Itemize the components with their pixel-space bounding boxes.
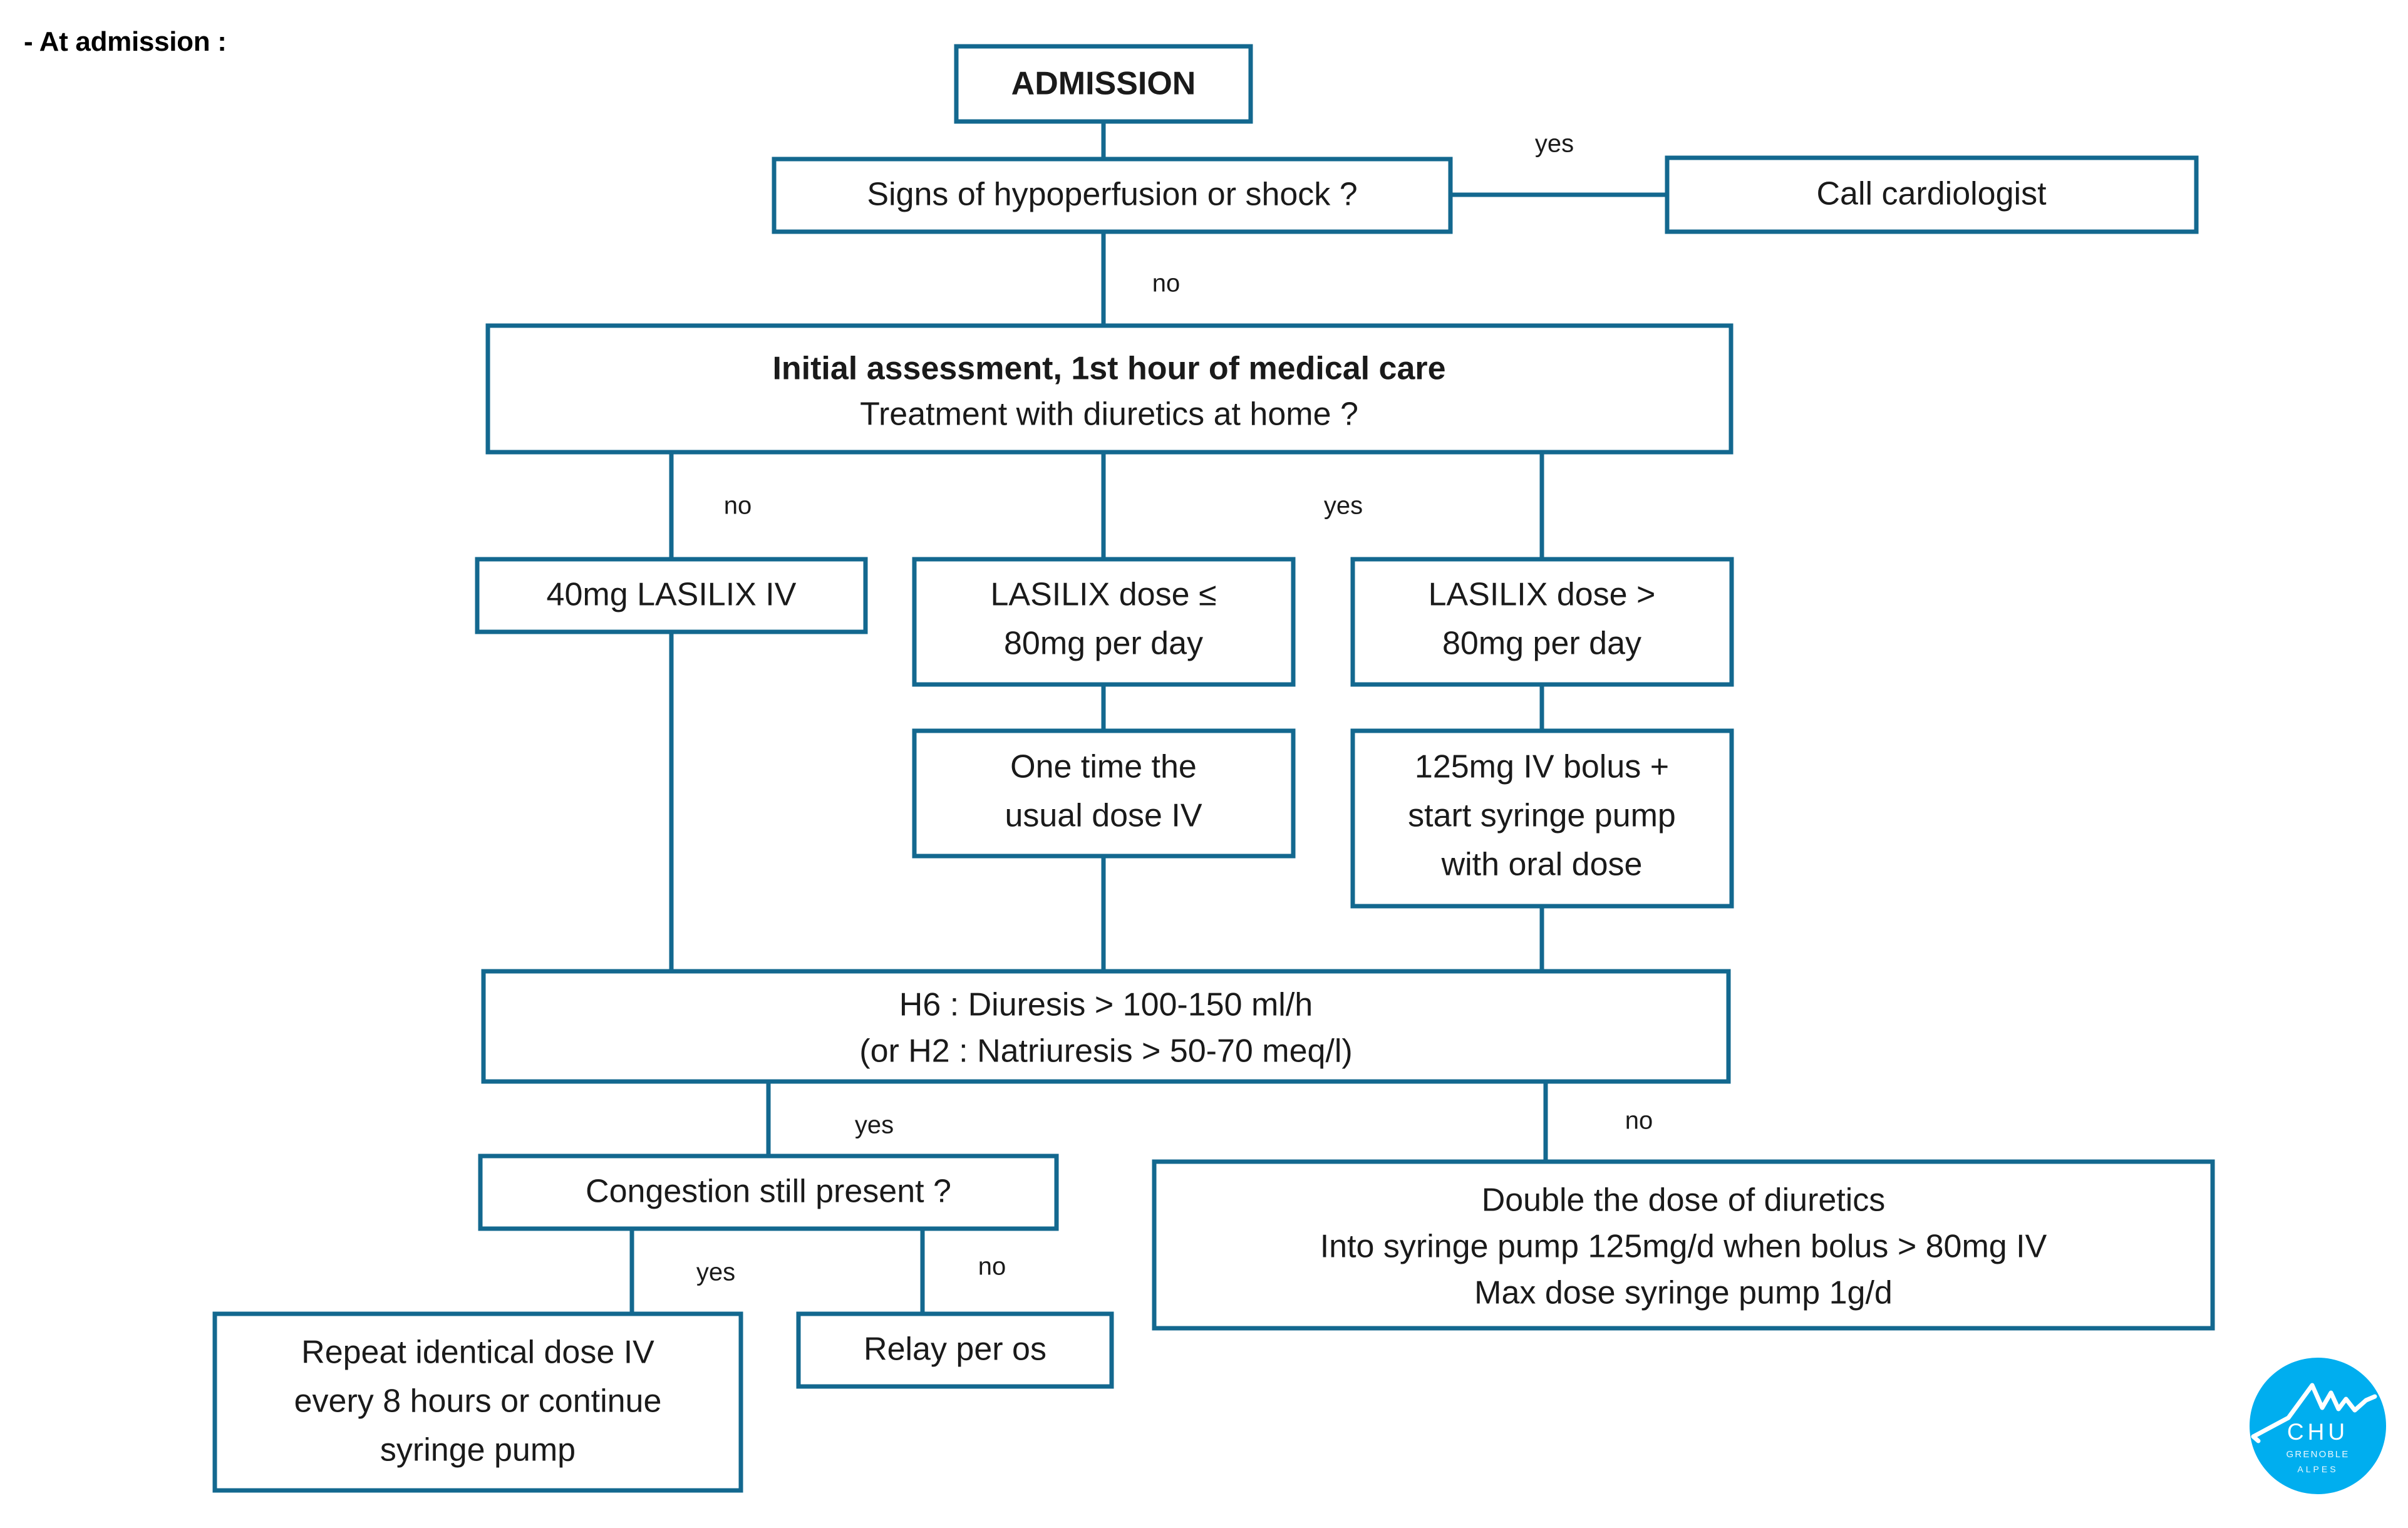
- node-admission-box: [954, 44, 1253, 124]
- edge-label-yes-congestion: yes: [696, 1259, 735, 1286]
- node-lasilix-low-dose-line1: LASILIX dose ≤: [991, 577, 1217, 613]
- node-call-cardiologist[interactable]: Call cardiologist: [1665, 155, 2199, 234]
- node-repeat-dose-line1: Repeat identical dose IV: [301, 1334, 654, 1371]
- node-bolus-syringe-pump-line2: start syringe pump: [1408, 798, 1676, 834]
- node-diuresis-check-box: [481, 969, 1731, 1084]
- node-lasilix-40mg-label: 40mg LASILIX IV: [547, 577, 797, 613]
- node-repeat-dose-line2: every 8 hours or continue: [294, 1383, 662, 1420]
- node-admission[interactable]: ADMISSION: [954, 44, 1253, 124]
- edge-label-no-congestion: no: [978, 1253, 1006, 1281]
- node-double-dose-line3: Max dose syringe pump 1g/d: [1474, 1275, 1893, 1311]
- node-one-time-usual-dose-line2: usual dose IV: [1005, 798, 1202, 834]
- node-initial-assessment[interactable]: Initial assessment, 1st hour of medical …: [485, 323, 1734, 455]
- flow-edge-labels: yes no no yes yes no yes no: [696, 130, 1653, 1286]
- node-admission-label: ADMISSION: [1011, 66, 1196, 102]
- node-diuresis-check-line2: (or H2 : Natriuresis > 50-70 meq/l): [859, 1033, 1353, 1070]
- node-call-cardiologist-box: [1665, 155, 2199, 234]
- node-one-time-usual-dose[interactable]: One time the usual dose IV: [912, 728, 1296, 859]
- logo-sub-text-grenoble: GRENOBLE: [2286, 1449, 2350, 1460]
- node-call-cardiologist-label: Call cardiologist: [1816, 176, 2047, 212]
- edge-label-yes-shock: yes: [1535, 130, 1574, 158]
- node-double-dose-line1: Double the dose of diuretics: [1482, 1182, 1886, 1219]
- node-hypoperfusion-label: Signs of hypoperfusion or shock ?: [867, 177, 1357, 213]
- node-diuresis-check-line1: H6 : Diuresis > 100-150 ml/h: [899, 987, 1313, 1023]
- node-repeat-dose-box: [212, 1311, 743, 1493]
- node-relay-per-os[interactable]: Relay per os: [796, 1311, 1114, 1389]
- chu-grenoble-alpes-logo: CHU GRENOBLE ALPES: [2250, 1358, 2386, 1494]
- node-repeat-dose-line3: syringe pump: [380, 1432, 576, 1469]
- node-lasilix-low-dose-box: [912, 557, 1296, 687]
- node-congestion-check-label: Congestion still present ?: [586, 1174, 951, 1210]
- node-repeat-dose[interactable]: Repeat identical dose IV every 8 hours o…: [212, 1311, 743, 1493]
- node-lasilix-low-dose-line2: 80mg per day: [1004, 626, 1203, 662]
- node-bolus-syringe-pump[interactable]: 125mg IV bolus + start syringe pump with…: [1350, 728, 1734, 909]
- node-lasilix-high-dose[interactable]: LASILIX dose > 80mg per day: [1350, 557, 1734, 687]
- node-initial-assessment-box: [485, 323, 1734, 455]
- node-bolus-syringe-pump-line3: with oral dose: [1441, 847, 1643, 883]
- node-hypoperfusion-box: [772, 157, 1453, 234]
- node-congestion-check[interactable]: Congestion still present ?: [478, 1154, 1059, 1231]
- flow-connectors: [629, 121, 1667, 1314]
- node-initial-assessment-line1: Initial assessment, 1st hour of medical …: [772, 351, 1445, 387]
- node-congestion-check-box: [478, 1154, 1059, 1231]
- edge-label-no-shock: no: [1152, 270, 1181, 297]
- slide-caption: - At admission :: [24, 26, 227, 57]
- edge-label-yes-diuresis: yes: [855, 1112, 894, 1139]
- node-double-dose-line2: Into syringe pump 125mg/d when bolus > 8…: [1320, 1229, 2047, 1265]
- node-hypoperfusion[interactable]: Signs of hypoperfusion or shock ?: [772, 157, 1453, 234]
- node-lasilix-high-dose-box: [1350, 557, 1734, 687]
- node-bolus-syringe-pump-box: [1350, 728, 1734, 909]
- node-lasilix-40mg[interactable]: 40mg LASILIX IV: [475, 557, 868, 634]
- node-diuresis-check[interactable]: H6 : Diuresis > 100-150 ml/h (or H2 : Na…: [481, 969, 1731, 1084]
- logo-main-text: CHU: [2287, 1419, 2349, 1445]
- node-bolus-syringe-pump-line1: 125mg IV bolus +: [1415, 749, 1669, 785]
- edge-label-no-diuretics: no: [724, 492, 752, 520]
- edge-label-no-diuresis: no: [1625, 1107, 1653, 1135]
- logo-sub-text-alpes: ALPES: [2297, 1464, 2338, 1474]
- node-lasilix-high-dose-line2: 80mg per day: [1442, 626, 1641, 662]
- node-lasilix-40mg-box: [475, 557, 868, 634]
- node-relay-per-os-label: Relay per os: [864, 1331, 1046, 1368]
- node-one-time-usual-dose-line1: One time the: [1010, 749, 1197, 785]
- node-double-dose[interactable]: Double the dose of diuretics Into syring…: [1152, 1159, 2215, 1331]
- node-relay-per-os-box: [796, 1311, 1114, 1389]
- node-lasilix-high-dose-line1: LASILIX dose >: [1429, 577, 1656, 613]
- node-lasilix-low-dose[interactable]: LASILIX dose ≤ 80mg per day: [912, 557, 1296, 687]
- mountain-peak-icon: [2251, 1383, 2377, 1443]
- node-one-time-usual-dose-box: [912, 728, 1296, 859]
- edge-label-yes-diuretics: yes: [1324, 492, 1363, 520]
- node-double-dose-box: [1152, 1159, 2215, 1331]
- node-initial-assessment-line2: Treatment with diuretics at home ?: [860, 396, 1358, 433]
